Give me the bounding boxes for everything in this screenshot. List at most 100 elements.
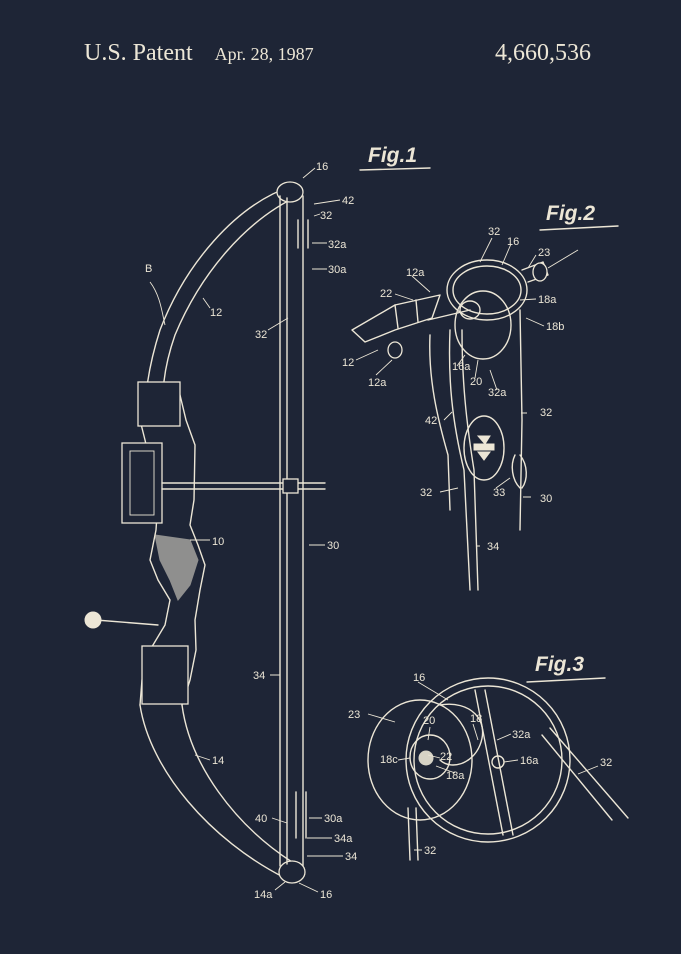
fig1-leader-lines	[149, 167, 343, 893]
ref-10: 10	[212, 536, 224, 548]
string-loop	[511, 454, 527, 489]
riser-back	[162, 391, 206, 706]
ref-12: 12	[210, 307, 222, 319]
ref2-32-right: 32	[540, 407, 552, 419]
ref-14: 14	[212, 755, 224, 767]
ref3-18: 18	[470, 713, 482, 725]
ref-34-lower: 34	[345, 851, 357, 863]
ref2-12a-bottom: 12a	[368, 377, 387, 389]
ref2-18a: 18a	[538, 294, 557, 306]
ref2-42: 42	[425, 415, 437, 427]
lower-wheel	[278, 860, 306, 884]
patent-number: 4,660,536	[495, 40, 591, 66]
ref3-16: 16	[413, 672, 425, 684]
ref3-18c: 18c	[380, 754, 398, 766]
axle	[427, 309, 471, 321]
wheel-hub	[459, 300, 481, 320]
fig2-underline	[539, 225, 619, 231]
patent-header: U.S. Patent Apr. 28, 1987	[84, 40, 314, 67]
ref2-20: 20	[470, 376, 482, 388]
lower-limb-outer	[139, 704, 286, 879]
fig2-drawing: Fig.2 32 16 23 12a 22 18a 18b 12	[342, 202, 619, 591]
fig3-cable-bottom	[407, 807, 419, 861]
bracket-knob	[532, 262, 548, 282]
ref-30a: 30a	[328, 264, 347, 276]
upper-limb-outer	[145, 185, 293, 396]
limb-tip-detail	[394, 299, 419, 329]
ref2-16a: 16a	[452, 361, 471, 373]
ref-40: 40	[255, 813, 267, 825]
fig2-cable-1	[448, 329, 471, 591]
ref2-33: 33	[493, 487, 505, 499]
ref2-12a-top: 12a	[406, 267, 425, 279]
fig3-underline	[526, 677, 606, 683]
fig1-drawing: Fig.1 16 42 32 3	[84, 144, 431, 901]
fig2-title: Fig.2	[546, 202, 595, 225]
anchor-mark	[473, 435, 495, 461]
fig3-eccentric	[409, 734, 451, 780]
limb-tip	[351, 294, 441, 343]
patent-date: Apr. 28, 1987	[214, 44, 314, 64]
ref3-32-right: 32	[600, 757, 612, 769]
fig1-title: Fig.1	[368, 144, 417, 167]
ref3-16a: 16a	[520, 755, 539, 767]
cable-anchor-disk	[463, 415, 505, 481]
ref3-22: 22	[440, 751, 452, 763]
ref2-22: 22	[380, 288, 392, 300]
wheel-rim-outer	[446, 259, 528, 321]
ref3-18a: 18a	[446, 770, 465, 782]
ref2-23: 23	[538, 247, 550, 259]
ref-32-mid: 32	[255, 329, 267, 341]
fig2-bowstring	[519, 309, 523, 531]
ref-34: 34	[253, 670, 265, 682]
ref-32a: 32a	[328, 239, 347, 251]
fig3-spoke	[474, 689, 514, 836]
ref-42: 42	[342, 195, 354, 207]
ref2-16: 16	[507, 236, 519, 248]
sight-window	[121, 442, 163, 524]
ref2-32-top: 32	[488, 226, 500, 238]
stabilizer-rod	[95, 619, 159, 626]
sight-inner	[129, 450, 155, 516]
patent-label: U.S. Patent	[84, 40, 193, 66]
limb-pocket-upper	[137, 381, 181, 427]
lower-limb-inner	[181, 704, 293, 863]
ref3-20: 20	[423, 715, 435, 727]
cable-clamp-lower	[295, 791, 307, 839]
wheel-face	[454, 290, 512, 360]
cable-guard	[282, 478, 299, 494]
upper-limb-inner	[162, 194, 301, 393]
fig3-axle	[418, 750, 434, 766]
bracket-pointer	[547, 249, 579, 269]
ref3-32-bottom: 32	[424, 845, 436, 857]
stabilizer-weight	[84, 611, 102, 629]
ref-16-upper: 16	[316, 161, 328, 173]
grip	[154, 534, 199, 601]
ref2-12: 12	[342, 357, 354, 369]
axle-hole	[387, 341, 403, 359]
fig3-drawing: Fig.3 16 23 20 18 32a 18c 22 16a 32 18a …	[348, 653, 629, 861]
fig2-cable-2	[461, 329, 479, 591]
ref-32-upper: 32	[320, 210, 332, 222]
arrow-rest	[161, 482, 326, 490]
upper-wheel	[276, 181, 304, 203]
ref2-30: 30	[540, 493, 552, 505]
fig3-title: Fig.3	[535, 653, 584, 676]
ref3-23: 23	[348, 709, 360, 721]
ref-30a-lower: 30a	[324, 813, 343, 825]
ref-34a: 34a	[334, 833, 353, 845]
ref-30: 30	[327, 540, 339, 552]
fig1-underline	[359, 167, 431, 171]
fig3-cable-right	[541, 727, 629, 821]
limb-pocket-lower	[141, 645, 189, 705]
ref-14a: 14a	[254, 889, 273, 901]
ref-B: B	[145, 263, 152, 275]
fig3-rear-wheel	[367, 699, 473, 821]
fig3-main-wheel-outer	[405, 677, 571, 843]
fig2-cable-3	[429, 334, 451, 511]
wheel-rim-inner	[452, 265, 522, 315]
ref2-32-left: 32	[420, 487, 432, 499]
ref-16-lower: 16	[320, 889, 332, 901]
ref2-34: 34	[487, 541, 499, 553]
ref2-32a: 32a	[488, 387, 507, 399]
